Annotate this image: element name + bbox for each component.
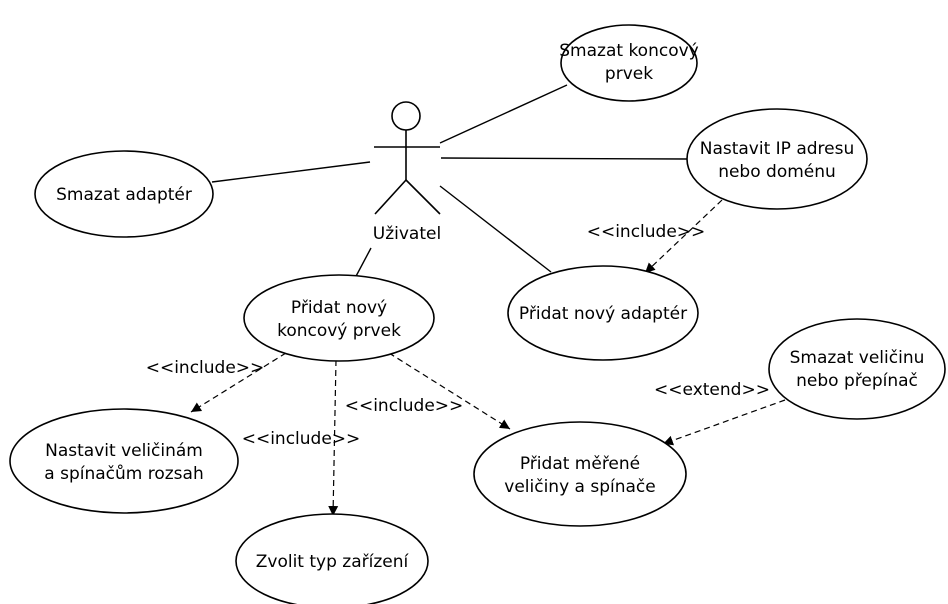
use-case-label-line: Smazat veličinu xyxy=(790,348,925,368)
stereotype-label-koncovy-include-mid: <<include>> xyxy=(242,429,361,449)
use-case-label: Zvolit typ zařízení xyxy=(256,552,410,572)
use-case-zvolit-typ: Zvolit typ zařízení xyxy=(235,513,429,604)
use-case-label-line: nebo přepínač xyxy=(796,371,918,391)
include-ip-to-adapter xyxy=(644,199,723,274)
include-koncovy-to-zvolit xyxy=(328,359,339,517)
use-case-label-line: nebo doménu xyxy=(718,162,836,182)
actor-user: Uživatel xyxy=(373,101,441,244)
actor-label: Uživatel xyxy=(373,224,441,244)
association-smazat-adapter xyxy=(211,161,371,183)
use-case-nastavit-ip: Nastavit IP adresu nebo doménu xyxy=(686,108,868,210)
use-case-smazat-adapter: Smazat adaptér xyxy=(34,150,214,238)
association-nastavit-ip xyxy=(440,157,688,160)
use-case-label-line: Přidat nový xyxy=(291,298,387,318)
actor-right-leg xyxy=(405,179,441,215)
use-case-pridat-koncovy-prvek: Přidat nový koncový prvek xyxy=(243,274,435,362)
association-smazat-koncovy-prvek xyxy=(439,84,568,144)
use-case-nastavit-veliciny: Nastavit veličinám a spínačům rozsah xyxy=(9,408,239,514)
actor-head xyxy=(391,101,421,131)
extend-velicina-to-merene xyxy=(662,399,786,446)
use-case-label-line: Smazat koncový xyxy=(559,41,698,61)
use-case-label: Přidat nový adaptér xyxy=(519,304,687,324)
use-case-label-line: prvek xyxy=(605,64,653,84)
use-case-pridat-adapter: Přidat nový adaptér xyxy=(507,265,699,361)
association-pridat-adapter xyxy=(439,185,552,273)
use-case-label-line: Nastavit veličinám xyxy=(45,441,203,461)
use-case-smazat-velicinu: Smazat veličinu nebo přepínač xyxy=(768,318,946,420)
use-case-label-line: Nastavit IP adresu xyxy=(700,139,855,159)
use-case-label-line: koncový prvek xyxy=(277,321,401,341)
stereotype-label-velicina-extend: <<extend>> xyxy=(654,380,770,400)
stereotype-label-koncovy-include-left: <<include>> xyxy=(146,358,265,378)
actor-left-leg xyxy=(374,179,407,215)
use-case-label-line: veličiny a spínače xyxy=(504,477,655,497)
use-case-label: Smazat adaptér xyxy=(56,185,192,205)
include-koncovy-to-merene xyxy=(388,352,511,430)
association-pridat-koncovy-prvek xyxy=(353,247,372,281)
stereotype-label-koncovy-include-right: <<include>> xyxy=(345,396,464,416)
stereotype-label-ip-include: <<include>> xyxy=(587,222,706,242)
use-case-label-line: a spínačům rozsah xyxy=(44,464,203,484)
use-case-pridat-merene: Přidat měřené veličiny a spínače xyxy=(473,421,687,527)
use-case-smazat-koncovy-prvek: Smazat koncový prvek xyxy=(559,24,699,102)
include-koncovy-to-nastavit xyxy=(190,352,287,413)
use-case-label-line: Přidat měřené xyxy=(520,454,640,474)
